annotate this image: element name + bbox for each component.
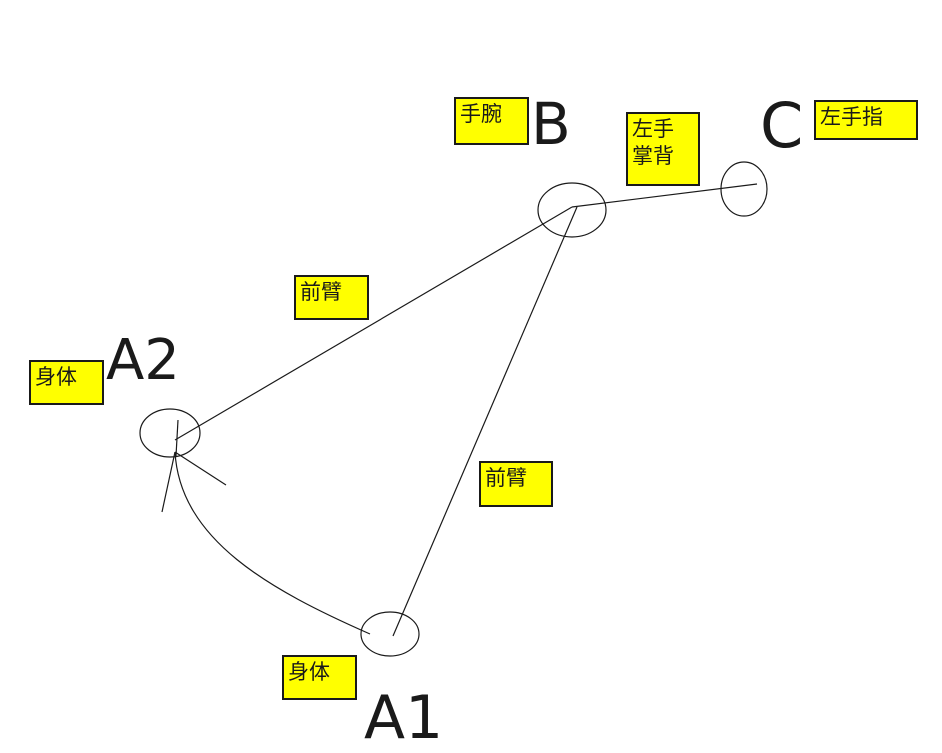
point-label-c: C <box>760 89 804 162</box>
segment-a1-b <box>392 206 578 637</box>
label-left-hand-back: 左手 掌背 <box>626 112 700 186</box>
label-body-a1: 身体 <box>282 655 357 700</box>
joint-c-circle <box>720 161 768 217</box>
point-label-a2: A2 <box>106 328 180 393</box>
arrow-stem <box>175 419 179 457</box>
point-label-a1: A1 <box>364 683 444 753</box>
joint-a2-circle <box>139 408 201 458</box>
label-left-hand-back-line1: 左手 <box>632 117 674 141</box>
joint-b-circle <box>537 182 607 238</box>
label-wrist: 手腕 <box>454 97 529 145</box>
curve-a1-a2 <box>174 451 371 635</box>
arrow-head-right <box>174 451 227 486</box>
label-body-a2: 身体 <box>29 360 104 405</box>
point-label-b: B <box>531 90 571 158</box>
label-left-finger: 左手指 <box>814 100 918 140</box>
segment-b-c <box>571 183 758 208</box>
label-forearm-upper: 前臂 <box>294 275 369 320</box>
arrow-head-left <box>161 451 176 513</box>
segment-a2-b <box>174 206 573 441</box>
label-left-hand-back-line2: 掌背 <box>632 144 674 168</box>
label-forearm-lower: 前臂 <box>479 461 553 507</box>
joint-a1-circle <box>360 611 420 657</box>
